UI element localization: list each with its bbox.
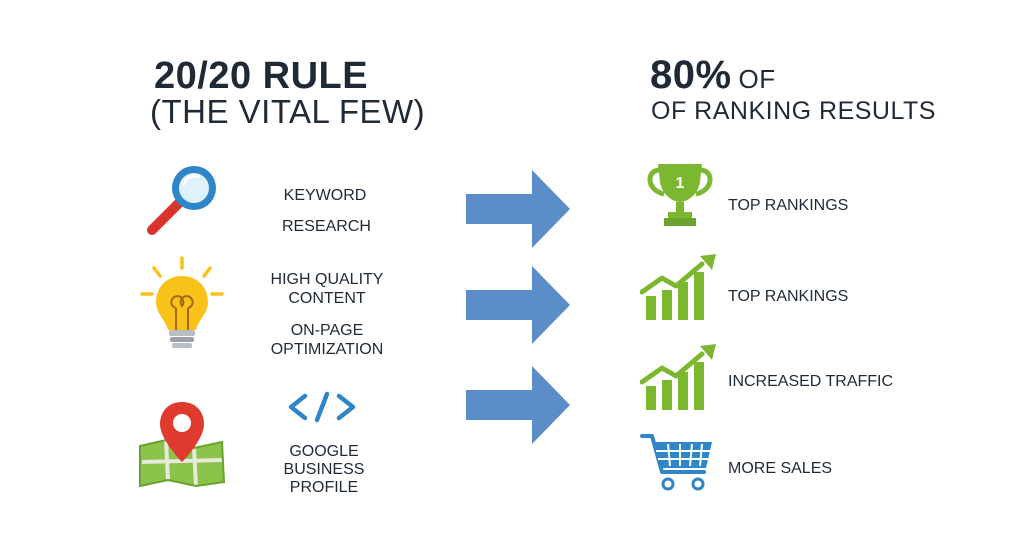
- growth-chart-icon: [640, 252, 720, 322]
- right-arrow-icon: [466, 266, 570, 344]
- left-title-line1: 20/20 RULE: [154, 55, 369, 97]
- result-label-2: TOP RANKINGS: [728, 288, 849, 305]
- result-label-4: MORE SALES: [728, 460, 833, 477]
- keyword-label-line2: RESEARCH: [282, 218, 371, 235]
- lightbulb-icon: [138, 256, 226, 354]
- left-title-line2: (THE VITAL FEW): [150, 93, 426, 130]
- gbp-label-line1: GOOGLE: [289, 443, 359, 460]
- content-label-line2: CONTENT: [288, 290, 366, 307]
- gbp-label-line3: PROFILE: [289, 479, 359, 496]
- trophy-icon: 1: [642, 160, 718, 230]
- right-arrow-icon: [466, 366, 570, 444]
- result-label-3: INCREASED TRAFFIC: [728, 373, 894, 390]
- right-arrow-icon: [466, 170, 570, 248]
- result-label-1: TOP RANKINGS: [728, 197, 849, 214]
- magnifier-icon: [144, 162, 226, 240]
- keyword-label-line1: KEYWORD: [283, 187, 367, 204]
- growth-chart-icon: [640, 342, 720, 412]
- right-title-line1: 80% OF: [650, 54, 776, 105]
- gbp-label-line2: BUSINESS: [283, 461, 365, 478]
- content-label-line1: HIGH QUALITY: [270, 271, 384, 288]
- right-title-line2: OF RANKING RESULTS: [651, 97, 936, 125]
- code-icon: [287, 390, 357, 424]
- shopping-cart-icon: [640, 432, 716, 496]
- map-pin-icon: [136, 396, 228, 488]
- onpage-label-line2: OPTIMIZATION: [270, 341, 384, 358]
- onpage-label-line1: ON-PAGE: [290, 322, 364, 339]
- trophy-number: 1: [676, 175, 685, 192]
- right-title-percent: 80%: [650, 53, 732, 97]
- right-title-of: OF: [738, 64, 776, 94]
